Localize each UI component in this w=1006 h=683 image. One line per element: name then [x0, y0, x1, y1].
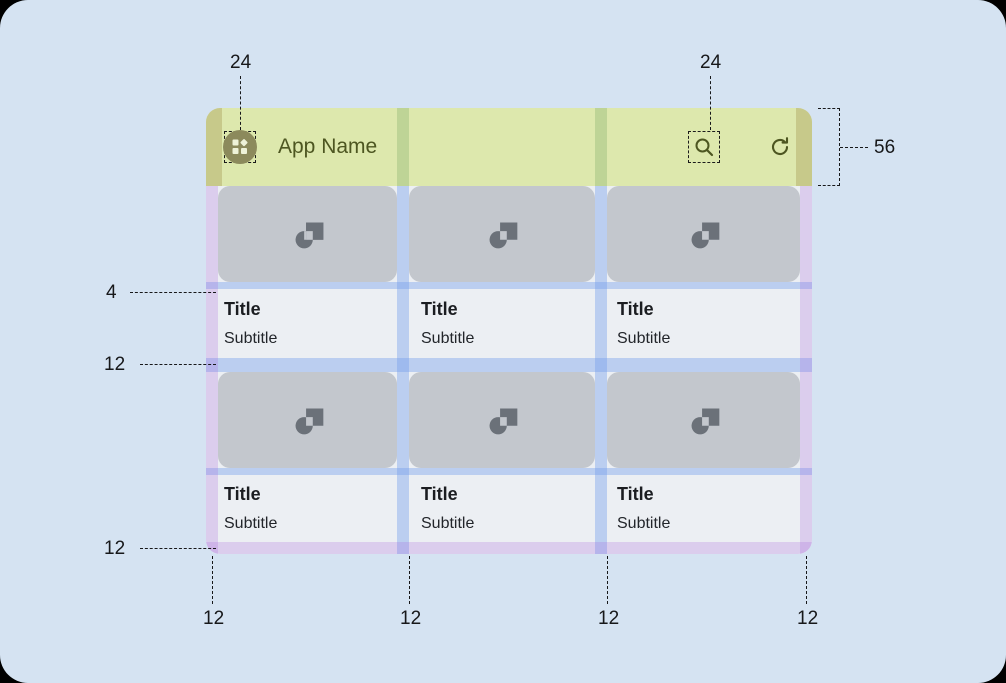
- annotation-label-row-gap: 12: [104, 354, 126, 375]
- search-measure-box: [688, 131, 720, 163]
- card-media[interactable]: [607, 186, 800, 282]
- leader-line-row-gap: [140, 364, 216, 365]
- card-subtitle: Subtitle: [421, 330, 475, 347]
- app-logo-measure-box: [223, 130, 257, 164]
- card-text: Title Subtitle: [421, 483, 474, 535]
- content-grid-region: Title Subtitle Title Subtitle Title Subt…: [206, 186, 812, 554]
- app-bar: [206, 108, 812, 186]
- app-bar-padding-right: [796, 108, 812, 186]
- image-placeholder-icon: [295, 408, 323, 435]
- app-grid-shapes-icon[interactable]: [228, 135, 252, 159]
- card-subtitle: Subtitle: [617, 515, 671, 532]
- card-subtitle: Subtitle: [224, 330, 278, 347]
- annotation-label-bottom-col-3: 12: [598, 608, 620, 629]
- card-title: Title: [421, 484, 458, 504]
- card-text: Title Subtitle: [224, 298, 277, 350]
- card-title: Title: [224, 299, 261, 319]
- card-text: Title Subtitle: [224, 483, 277, 535]
- card-media[interactable]: [409, 186, 595, 282]
- leader-line-icon-left: [240, 76, 241, 130]
- app-layout-frame: App Name: [206, 108, 812, 554]
- search-icon[interactable]: [692, 135, 716, 159]
- leader-line-bottom-margin: [140, 548, 216, 549]
- card-media[interactable]: [218, 372, 397, 468]
- appbar-height-bracket: [818, 108, 840, 186]
- grid-gutter-2: [595, 186, 607, 554]
- annotation-label-appbar-height: 56: [874, 137, 896, 158]
- image-placeholder-icon: [691, 222, 719, 249]
- card-text: Title Subtitle: [617, 483, 670, 535]
- image-placeholder-icon: [691, 408, 719, 435]
- image-placeholder-icon: [489, 222, 518, 249]
- annotation-label-bottom-col-1: 12: [203, 608, 225, 629]
- card-subtitle: Subtitle: [421, 515, 475, 532]
- annotation-label-bottom-margin: 12: [104, 538, 126, 559]
- app-name-title: App Name: [278, 135, 378, 158]
- media-text-gap-band: [206, 282, 812, 289]
- card-title: Title: [224, 484, 261, 504]
- leader-line-icon-right: [710, 76, 711, 130]
- leader-line-bottom-col-3: [607, 556, 608, 604]
- refresh-icon[interactable]: [768, 135, 792, 159]
- card-text: Title Subtitle: [617, 298, 670, 350]
- card-title: Title: [617, 484, 654, 504]
- annotation-label-icon-right: 24: [700, 52, 722, 73]
- app-logo-badge: [223, 130, 257, 164]
- app-bar-gutter-2: [595, 108, 607, 186]
- row-gap-band: [206, 358, 812, 372]
- annotation-label-bottom-col-4: 12: [797, 608, 819, 629]
- card-title: Title: [421, 299, 458, 319]
- leader-line-bottom-col-2: [409, 556, 410, 604]
- card-title: Title: [617, 299, 654, 319]
- card-subtitle: Subtitle: [617, 330, 671, 347]
- card-media[interactable]: [409, 372, 595, 468]
- app-bar-padding-left: [206, 108, 222, 186]
- leader-line-bottom-col-1: [212, 556, 213, 604]
- card-media[interactable]: [607, 372, 800, 468]
- annotation-label-bottom-col-2: 12: [400, 608, 422, 629]
- app-bar-content: App Name: [206, 108, 812, 186]
- grid-gutter-1: [397, 186, 409, 554]
- leader-line-bottom-col-4: [806, 556, 807, 604]
- card-subtitle: Subtitle: [224, 515, 278, 532]
- annotation-label-media-text-gap: 4: [106, 282, 117, 303]
- annotation-label-icon-left: 24: [230, 52, 252, 73]
- leader-line-media-text-gap: [130, 292, 216, 293]
- media-text-gap-band: [206, 468, 812, 475]
- app-bar-gutter-1: [397, 108, 409, 186]
- card-text: Title Subtitle: [421, 298, 474, 350]
- image-placeholder-icon: [295, 222, 323, 249]
- image-placeholder-icon: [489, 408, 518, 435]
- card-media[interactable]: [218, 186, 397, 282]
- grid-margin-bottom: [206, 542, 812, 554]
- leader-line-appbar-height: [840, 147, 868, 148]
